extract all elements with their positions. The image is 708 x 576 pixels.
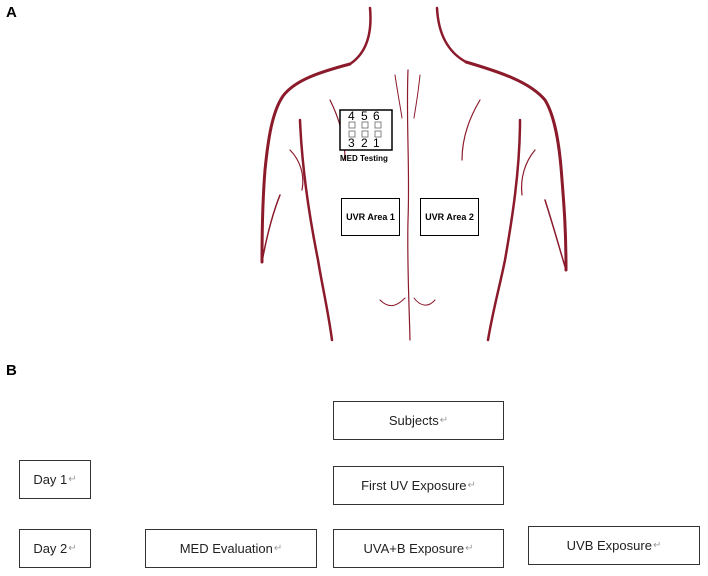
uvr-area-2: UVR Area 2 xyxy=(420,198,479,236)
med-grid-number: 4 xyxy=(348,109,355,123)
med-grid-number: 2 xyxy=(361,136,368,150)
med-grid-number: 5 xyxy=(361,109,368,123)
return-icon: ↵ xyxy=(273,543,283,554)
med-test-square xyxy=(374,121,382,129)
return-icon: ↵ xyxy=(652,540,662,551)
day1-box: Day 1↵ xyxy=(19,460,91,499)
med-test-square xyxy=(348,130,356,138)
med-test-square xyxy=(374,130,382,138)
panel-a-label: A xyxy=(6,4,17,21)
med-grid-number: 6 xyxy=(373,109,380,123)
uvb-label: UVB Exposure xyxy=(566,538,652,553)
med-test-square xyxy=(361,121,369,129)
med-grid-number: 1 xyxy=(373,136,380,150)
uvb-exposure-box: UVB Exposure↵ xyxy=(528,526,700,565)
return-icon: ↵ xyxy=(467,480,476,491)
subjects-label: Subjects xyxy=(388,413,439,428)
panel-b-label: B xyxy=(6,362,17,379)
return-icon: ↵ xyxy=(439,415,449,426)
return-icon: ↵ xyxy=(68,474,77,485)
uva-b-exposure-box: UVA+B Exposure↵ xyxy=(333,529,504,568)
med-test-square xyxy=(361,130,369,138)
day1-label: Day 1 xyxy=(33,472,68,487)
med-evaluation-box: MED Evaluation↵ xyxy=(145,529,317,568)
return-icon: ↵ xyxy=(68,543,77,554)
day2-label: Day 2 xyxy=(33,541,68,556)
med-test-square xyxy=(348,121,356,129)
med-test-grid xyxy=(339,109,393,151)
first-uv-exposure-box: First UV Exposure↵ xyxy=(333,466,504,505)
uvab-label: UVA+B Exposure xyxy=(363,541,465,556)
day2-box: Day 2↵ xyxy=(19,529,91,568)
med-eval-label: MED Evaluation xyxy=(179,541,273,556)
back-torso-illustration xyxy=(260,6,568,342)
med-grid-number: 3 xyxy=(348,136,355,150)
subjects-box: Subjects↵ xyxy=(333,401,504,440)
uvr-area-1: UVR Area 1 xyxy=(341,198,400,236)
return-icon: ↵ xyxy=(465,543,474,554)
med-testing-caption: MED Testing xyxy=(340,154,388,163)
first-uv-label: First UV Exposure xyxy=(361,478,467,493)
